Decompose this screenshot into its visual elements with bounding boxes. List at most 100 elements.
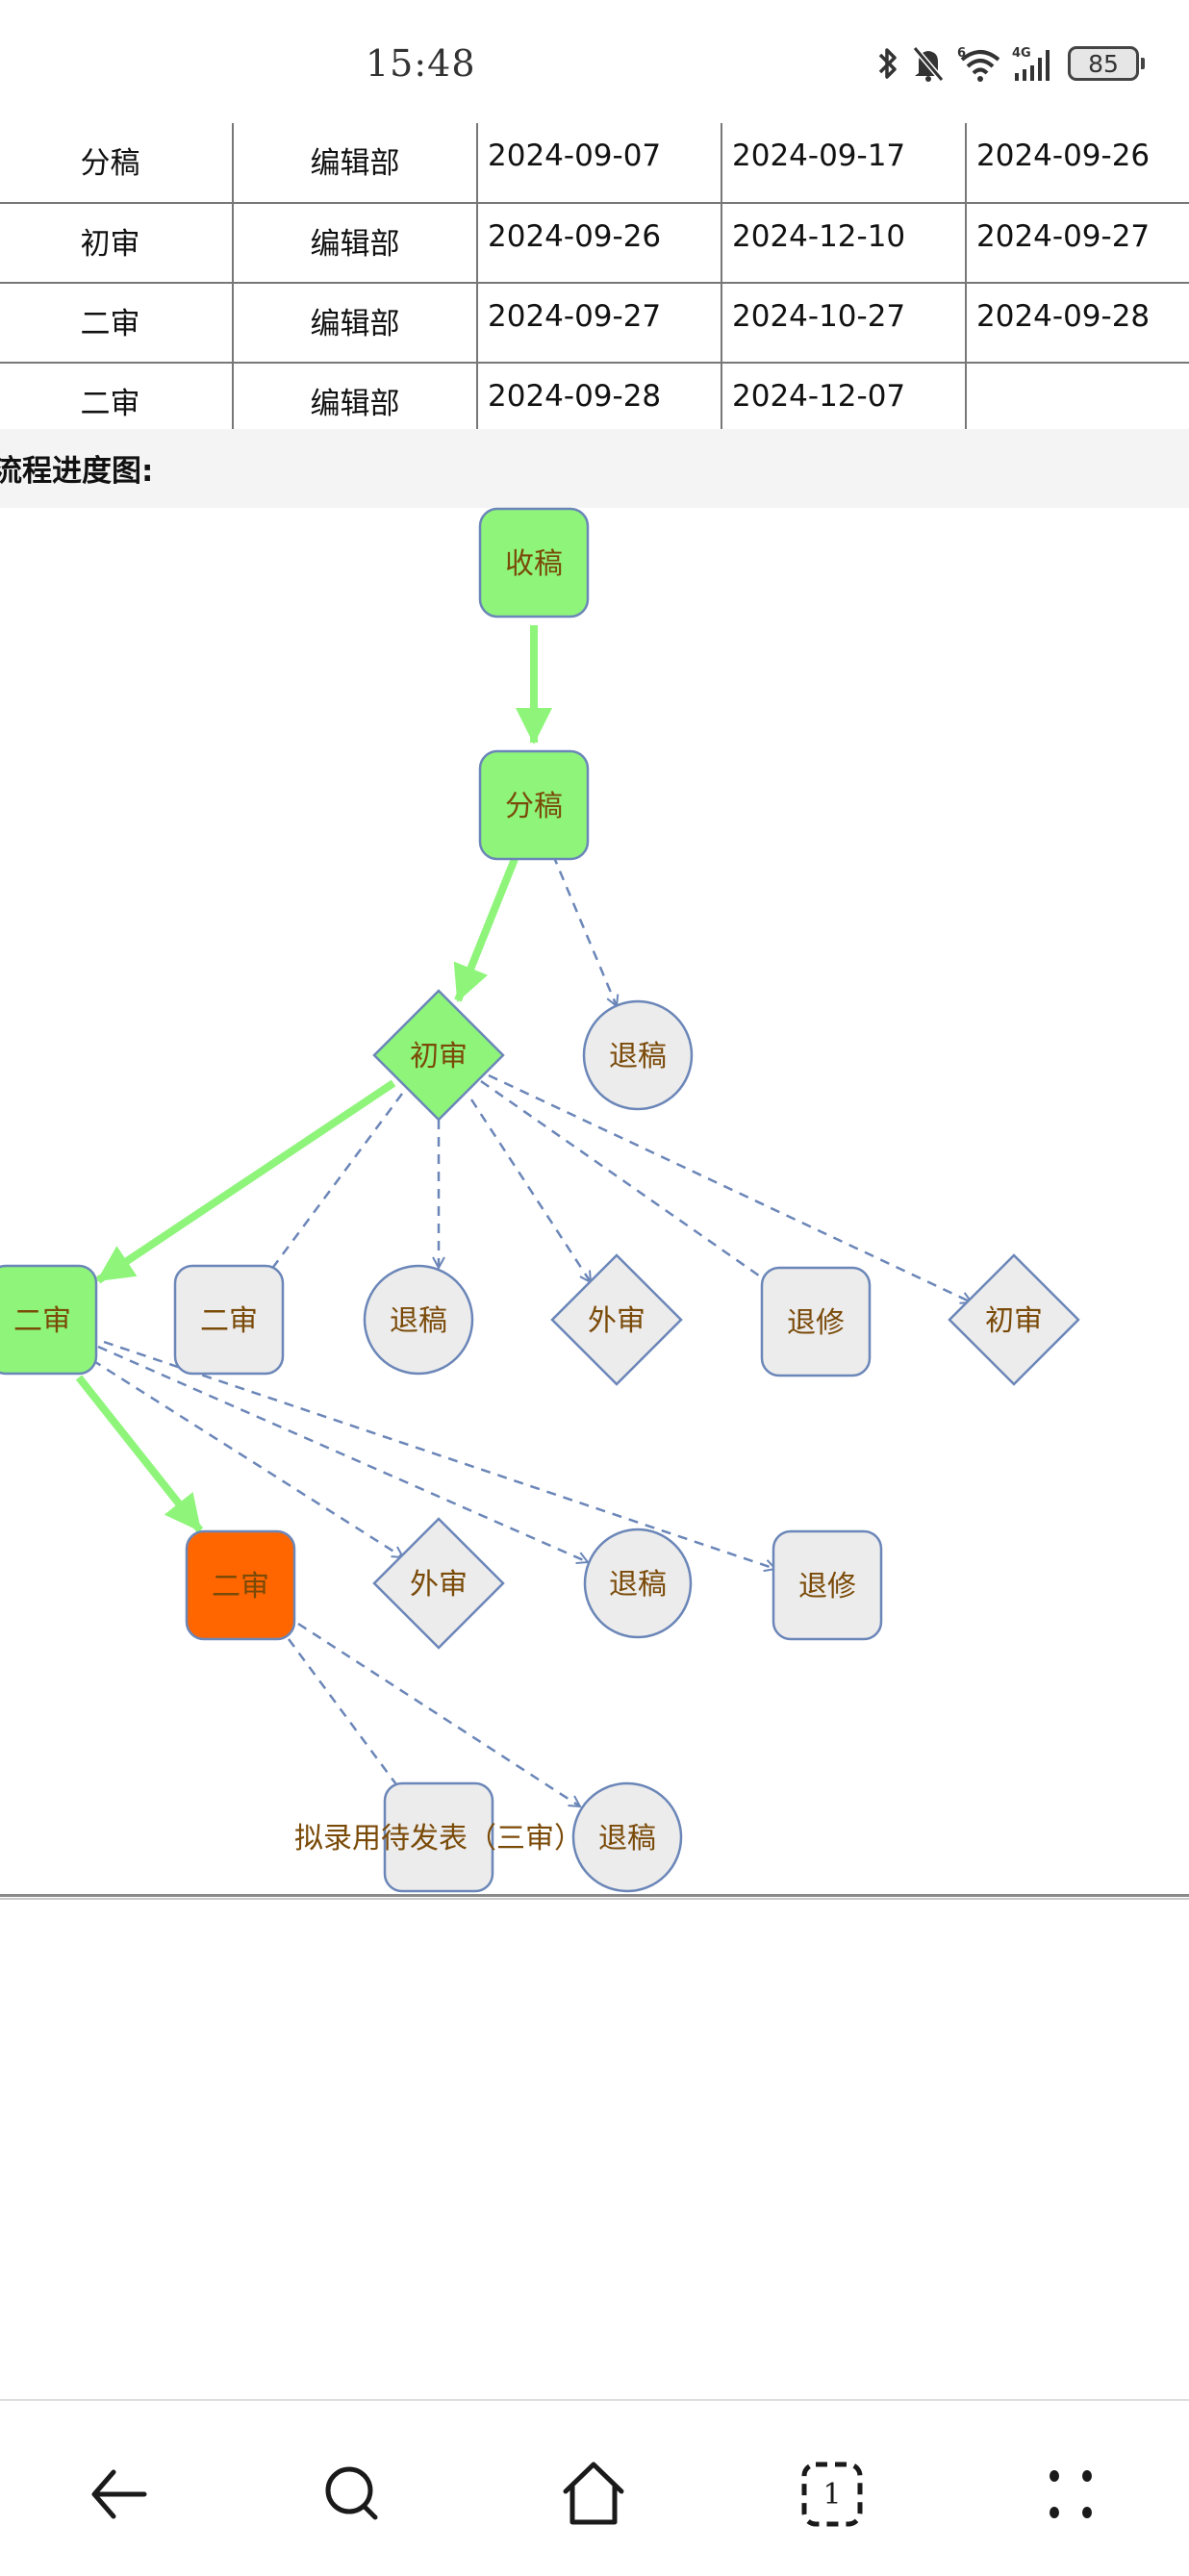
flow-progress-header: 流程进度图: xyxy=(0,429,1189,508)
tabs-count: 1 xyxy=(822,2478,841,2512)
start-date-cell: 2024-09-27 xyxy=(476,282,722,364)
node-shape xyxy=(185,1529,296,1641)
option-flow-edge xyxy=(297,1622,580,1806)
flow-node-rect[interactable]: 二审 xyxy=(185,1529,296,1641)
search-button[interactable] xyxy=(310,2451,396,2538)
node-label: 二审 xyxy=(200,1304,258,1338)
flow-node-diamond[interactable]: 外审 xyxy=(372,1517,505,1650)
bluetooth-icon xyxy=(878,48,897,79)
node-shape xyxy=(571,1781,683,1893)
tabs-button[interactable]: 1 xyxy=(789,2451,875,2538)
menu-dots-icon xyxy=(1050,2470,1092,2518)
department-cell: 编辑部 xyxy=(232,202,478,284)
node-label: 退稿 xyxy=(598,1822,656,1856)
active-flow-edge xyxy=(95,1079,396,1284)
node-shape xyxy=(383,1781,494,1893)
active-flow-edge xyxy=(453,857,519,1002)
active-flow-edge xyxy=(75,1375,204,1533)
node-label: 初审 xyxy=(410,1040,468,1073)
due-date-cell: 2024-12-10 xyxy=(721,202,967,284)
option-flow-edge xyxy=(287,1638,404,1795)
flow-node-rect[interactable]: 二审 xyxy=(0,1264,98,1376)
node-label: 外审 xyxy=(588,1304,645,1338)
node-shape xyxy=(372,1517,505,1650)
status-time: 15:48 xyxy=(366,42,476,85)
flow-node-diamond[interactable]: 初审 xyxy=(948,1253,1080,1386)
stage-cell: 初审 xyxy=(0,202,234,284)
home-button[interactable] xyxy=(550,2451,637,2538)
option-flow-edge xyxy=(488,1073,972,1302)
end-date-cell: 2024-09-27 xyxy=(965,202,1189,284)
flow-node-diamond[interactable]: 初审 xyxy=(372,989,505,1122)
search-icon xyxy=(325,2466,378,2520)
battery-level: 85 xyxy=(1088,49,1119,78)
start-date-cell: 2024-09-26 xyxy=(476,202,722,284)
wifi-badge: 6 xyxy=(957,46,966,61)
tabs-icon: 1 xyxy=(801,2462,863,2527)
flow-node-circle[interactable]: 退稿 xyxy=(582,999,694,1111)
node-shape xyxy=(948,1253,1080,1386)
flow-node-rect[interactable]: 退修 xyxy=(772,1529,883,1641)
option-flow-edge xyxy=(469,1099,591,1282)
status-icons: 6 4G 85 xyxy=(875,42,1145,85)
wifi-6-icon: 6 xyxy=(957,46,1000,82)
option-flow-edge xyxy=(97,1345,588,1562)
node-label: 外审 xyxy=(410,1568,468,1602)
node-shape xyxy=(363,1264,474,1376)
stage-cell: 二审 xyxy=(0,282,234,364)
node-shape xyxy=(372,989,505,1122)
home-icon xyxy=(563,2462,624,2525)
stage-cell: 分稿 xyxy=(0,123,234,204)
start-date-cell: 2024-09-07 xyxy=(476,123,722,204)
end-date-cell: 2024-09-28 xyxy=(965,282,1189,364)
node-label: 初审 xyxy=(985,1304,1043,1338)
node-label: 拟录用待发表（三审） xyxy=(294,1822,583,1856)
browser-nav-bar: 1 xyxy=(0,2399,1189,2576)
menu-button[interactable] xyxy=(1027,2451,1114,2538)
flow-node-rect[interactable]: 二审 xyxy=(173,1264,285,1376)
battery-indicator: 85 xyxy=(1068,46,1139,81)
flow-node-rect[interactable]: 拟录用待发表（三审） xyxy=(294,1781,583,1893)
node-label: 二审 xyxy=(212,1570,269,1604)
flow-node-rect[interactable]: 分稿 xyxy=(478,749,590,861)
node-label: 退修 xyxy=(787,1306,845,1340)
flow-node-rect[interactable]: 收稿 xyxy=(478,507,590,619)
end-date-cell: 2024-09-26 xyxy=(965,123,1189,204)
option-flow-edge xyxy=(551,854,617,1006)
node-shape xyxy=(173,1264,285,1376)
content-divider-shadow xyxy=(0,1898,1189,1900)
node-shape xyxy=(582,999,694,1111)
node-label: 退稿 xyxy=(609,1040,667,1073)
network-badge: 4G xyxy=(1012,46,1031,61)
flow-node-circle[interactable]: 退稿 xyxy=(583,1528,693,1639)
due-date-cell: 2024-10-27 xyxy=(721,282,967,364)
node-label: 退稿 xyxy=(390,1304,447,1338)
department-cell: 编辑部 xyxy=(232,282,478,364)
department-cell: 编辑部 xyxy=(232,123,478,204)
back-button[interactable] xyxy=(75,2451,162,2538)
node-shape xyxy=(550,1253,683,1386)
flow-node-diamond[interactable]: 外审 xyxy=(550,1253,683,1386)
node-label: 退修 xyxy=(798,1570,856,1604)
flow-node-circle[interactable]: 退稿 xyxy=(363,1264,474,1376)
option-flow-edge xyxy=(480,1079,775,1287)
node-label: 收稿 xyxy=(505,547,563,581)
flow-node-circle[interactable]: 退稿 xyxy=(571,1781,683,1893)
node-label: 二审 xyxy=(13,1304,71,1338)
signal-4g-icon: 4G xyxy=(1012,46,1050,81)
flow-node-rect[interactable]: 退修 xyxy=(760,1266,872,1377)
node-shape xyxy=(478,507,590,619)
option-flow-edge xyxy=(103,1340,775,1569)
node-shape xyxy=(772,1529,883,1641)
content-divider xyxy=(0,1894,1189,1897)
node-label: 退稿 xyxy=(609,1568,667,1602)
node-shape xyxy=(583,1528,693,1639)
mute-bell-icon xyxy=(912,46,945,82)
node-shape xyxy=(478,749,590,861)
section-title: 流程进度图: xyxy=(0,454,154,489)
